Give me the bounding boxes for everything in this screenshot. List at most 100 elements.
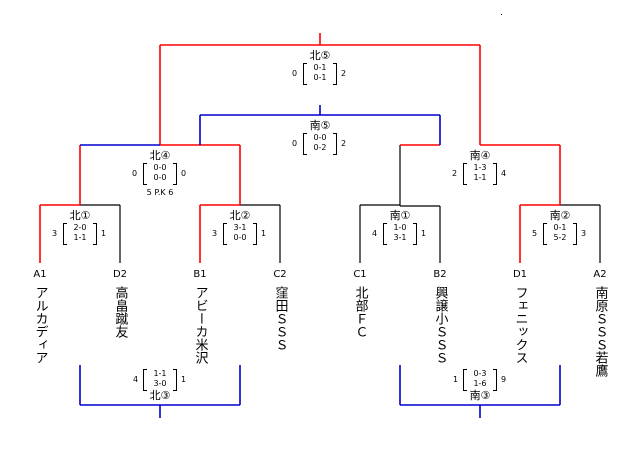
north3-right-score: 1	[181, 375, 187, 384]
final-games: 0-1 0-1	[309, 64, 331, 82]
north2-left-score: 3	[212, 229, 218, 238]
north3-bracket-right	[173, 369, 177, 391]
south2-game-2: 5-2	[553, 233, 567, 242]
team-2-seed: D2	[112, 269, 128, 280]
south4-right-score: 4	[501, 169, 507, 178]
north2-games: 3-1 0-0	[229, 224, 251, 242]
north4-bracket-right	[173, 163, 177, 185]
south1-label: 南①	[389, 209, 411, 222]
final-label: 北⑤	[309, 49, 331, 62]
north4-bracket-left	[143, 163, 147, 185]
south5-game-1: 0-0	[313, 133, 327, 142]
team-2-name: 高畠蹴友	[112, 286, 128, 338]
north4-game-1: 0-0	[153, 163, 167, 172]
south4-bracket-right	[493, 163, 497, 185]
red-paths	[39, 33, 561, 263]
north3-left-score: 4	[133, 375, 139, 384]
team-1-seed: A1	[33, 269, 47, 280]
south5-label: 南⑤	[309, 119, 331, 132]
north1-bracket-right	[93, 223, 97, 245]
south1-game-1: 1-0	[393, 223, 407, 232]
final-bracket-right	[333, 63, 337, 85]
south2-game-1: 0-1	[553, 223, 567, 232]
south4-bracket-left	[463, 163, 467, 185]
north3-label: 北③	[149, 389, 171, 402]
north3-game-1: 1-1	[153, 369, 167, 378]
south5-bracket-right	[333, 133, 337, 155]
south4-label: 南④	[469, 149, 491, 162]
south5-right-score: 2	[341, 139, 347, 148]
south3-right-score: 9	[501, 375, 507, 384]
south3-games: 0-3 1-6	[469, 370, 491, 388]
north2-label: 北②	[229, 209, 251, 222]
team-5-seed: C1	[353, 269, 367, 280]
south1-bracket-left	[383, 223, 387, 245]
north4-games: 0-0 0-0	[149, 164, 171, 182]
team-6-name: 興譲小ＳＳＳ	[432, 286, 448, 364]
team-3-name: アビーカ米沢	[192, 286, 208, 364]
north3-bracket-left	[143, 369, 147, 391]
north1-right-score: 1	[101, 229, 107, 238]
north1-label: 北①	[69, 209, 91, 222]
south5-left-score: 0	[292, 139, 298, 148]
south1-left-score: 4	[372, 229, 378, 238]
south2-games: 0-1 5-2	[549, 224, 571, 242]
north2-game-2: 0-0	[233, 233, 247, 242]
north1-games: 2-0 1-1	[69, 224, 91, 242]
south3-game-2: 1-6	[473, 379, 487, 388]
team-8-name: 南原ＳＳＳ若鷹	[592, 286, 608, 377]
south5-games: 0-0 0-2	[309, 134, 331, 152]
final-right-score: 2	[341, 69, 347, 78]
team-5-name: 北部ＦＣ	[352, 286, 368, 338]
south3-left-score: 1	[453, 375, 459, 384]
team-6-seed: B2	[433, 269, 447, 280]
south4-game-2: 1-1	[473, 173, 487, 182]
south3-label: 南③	[469, 389, 491, 402]
south3-bracket-right	[493, 369, 497, 391]
final-game-2: 0-1	[313, 73, 327, 82]
south1-right-score: 1	[421, 229, 427, 238]
south1-game-2: 3-1	[393, 233, 407, 242]
team-7-name: フェニックス	[512, 286, 528, 364]
north2-bracket-left	[223, 223, 227, 245]
south5-game-2: 0-2	[313, 143, 327, 152]
north4-game-2: 0-0	[153, 173, 167, 182]
south4-games: 1-3 1-1	[469, 164, 491, 182]
north4-right-score: 0	[181, 169, 187, 178]
south2-bracket-left	[543, 223, 547, 245]
north4-pk-note: 5 P.K 6	[146, 188, 174, 197]
north2-right-score: 1	[261, 229, 267, 238]
north2-game-1: 3-1	[233, 223, 247, 232]
north2-bracket-right	[253, 223, 257, 245]
north3-games: 1-1 3-0	[149, 370, 171, 388]
final-bracket-left	[303, 63, 307, 85]
final-game-1: 0-1	[313, 63, 327, 72]
north4-left-score: 0	[132, 169, 138, 178]
south2-label: 南②	[549, 209, 571, 222]
south2-right-score: 3	[581, 229, 587, 238]
north3-game-2: 3-0	[153, 379, 167, 388]
team-3-seed: B1	[193, 269, 207, 280]
north4-label: 北④	[149, 149, 171, 162]
final-left-score: 0	[292, 69, 298, 78]
blue-paths	[79, 105, 561, 418]
black-lines	[80, 145, 601, 263]
stray-dot	[501, 14, 502, 15]
south4-left-score: 2	[452, 169, 458, 178]
north1-game-1: 2-0	[73, 223, 87, 232]
team-4-name: 窪田ＳＳＳ	[272, 286, 288, 351]
team-4-seed: C2	[273, 269, 287, 280]
team-8-seed: A2	[593, 269, 607, 280]
south3-bracket-left	[463, 369, 467, 391]
south2-left-score: 5	[532, 229, 538, 238]
north1-bracket-left	[63, 223, 67, 245]
south2-bracket-right	[573, 223, 577, 245]
south5-bracket-left	[303, 133, 307, 155]
team-1-name: アルカディア	[32, 286, 48, 364]
north1-game-2: 1-1	[73, 233, 87, 242]
north1-left-score: 3	[52, 229, 58, 238]
south1-games: 1-0 3-1	[389, 224, 411, 242]
south4-game-1: 1-3	[473, 163, 487, 172]
south3-game-1: 0-3	[473, 369, 487, 378]
